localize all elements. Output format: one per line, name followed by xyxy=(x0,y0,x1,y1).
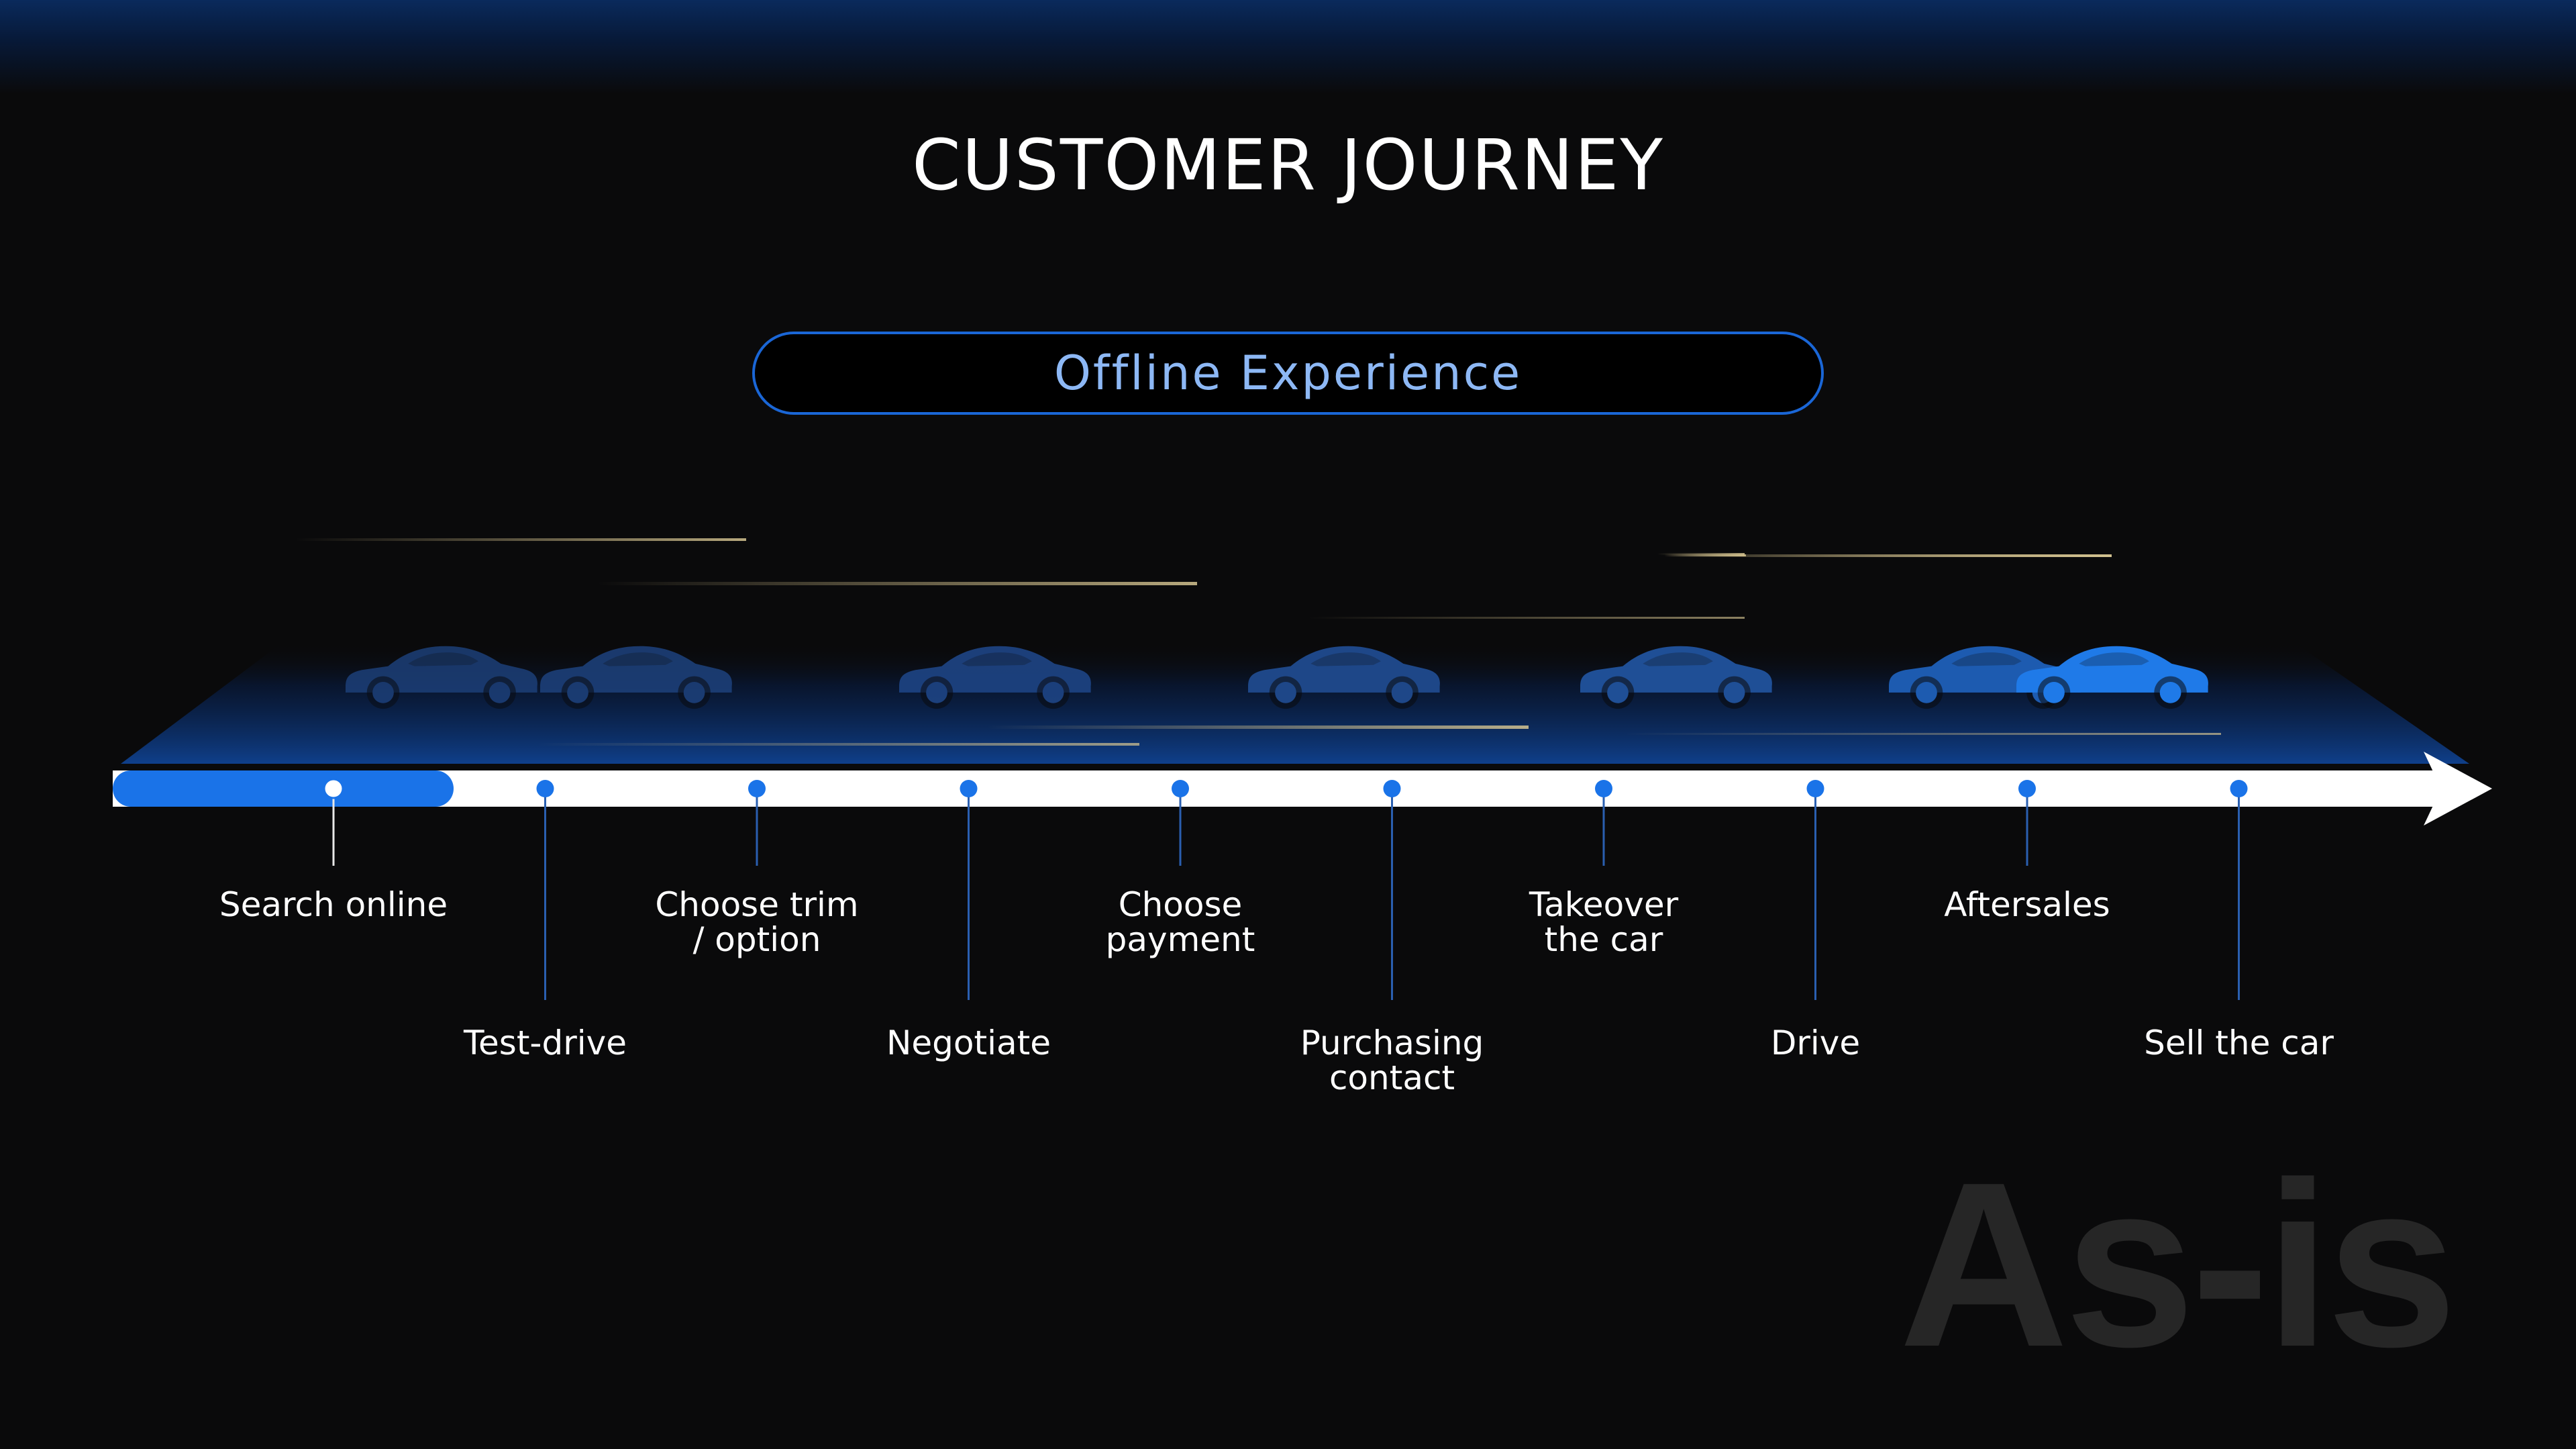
speed-line xyxy=(295,538,746,541)
step-label: Test-drive xyxy=(463,1023,627,1062)
step-dot xyxy=(960,780,978,797)
watermark: As-is xyxy=(1899,1134,2457,1396)
step-label: Purchasing contact xyxy=(1300,1023,1484,1097)
step-label: Sell the car xyxy=(2144,1023,2334,1062)
step-dot xyxy=(2018,780,2036,797)
step-label: Choose payment xyxy=(1105,885,1255,959)
speed-line xyxy=(1664,554,2112,557)
step-dot xyxy=(323,778,344,799)
step-dot xyxy=(536,780,554,797)
step-label: Aftersales xyxy=(1944,885,2110,924)
timeline-progress xyxy=(113,770,454,807)
step-dot xyxy=(1383,780,1401,797)
speed-line xyxy=(537,743,1139,746)
speed-line xyxy=(986,726,1529,729)
step-label: Choose trim / option xyxy=(655,885,859,959)
speed-line xyxy=(597,582,1197,585)
top-glow xyxy=(0,0,2576,94)
step-dot xyxy=(2230,780,2248,797)
step-markers xyxy=(323,778,2248,1000)
timeline xyxy=(113,752,2492,826)
speed-line xyxy=(1657,553,1745,555)
step-label: Search online xyxy=(219,885,448,924)
step-dot xyxy=(748,780,766,797)
step-label: Negotiate xyxy=(886,1023,1051,1062)
speed-line xyxy=(1308,617,1745,619)
phase-label: Offline Experience xyxy=(1053,346,1523,401)
speed-line xyxy=(1624,733,2221,735)
arrow-head-icon xyxy=(2424,752,2492,826)
phase-badge: Offline Experience xyxy=(752,332,1824,415)
speed-lines xyxy=(295,538,2221,746)
step-dot xyxy=(1595,780,1612,797)
step-dot xyxy=(1172,780,1189,797)
step-label: Drive xyxy=(1770,1023,1861,1062)
step-label: Takeover the car xyxy=(1529,885,1679,959)
timeline-track xyxy=(113,770,2441,807)
step-dot xyxy=(1806,780,1824,797)
page-title: CUSTOMER JOURNEY xyxy=(912,124,1664,206)
